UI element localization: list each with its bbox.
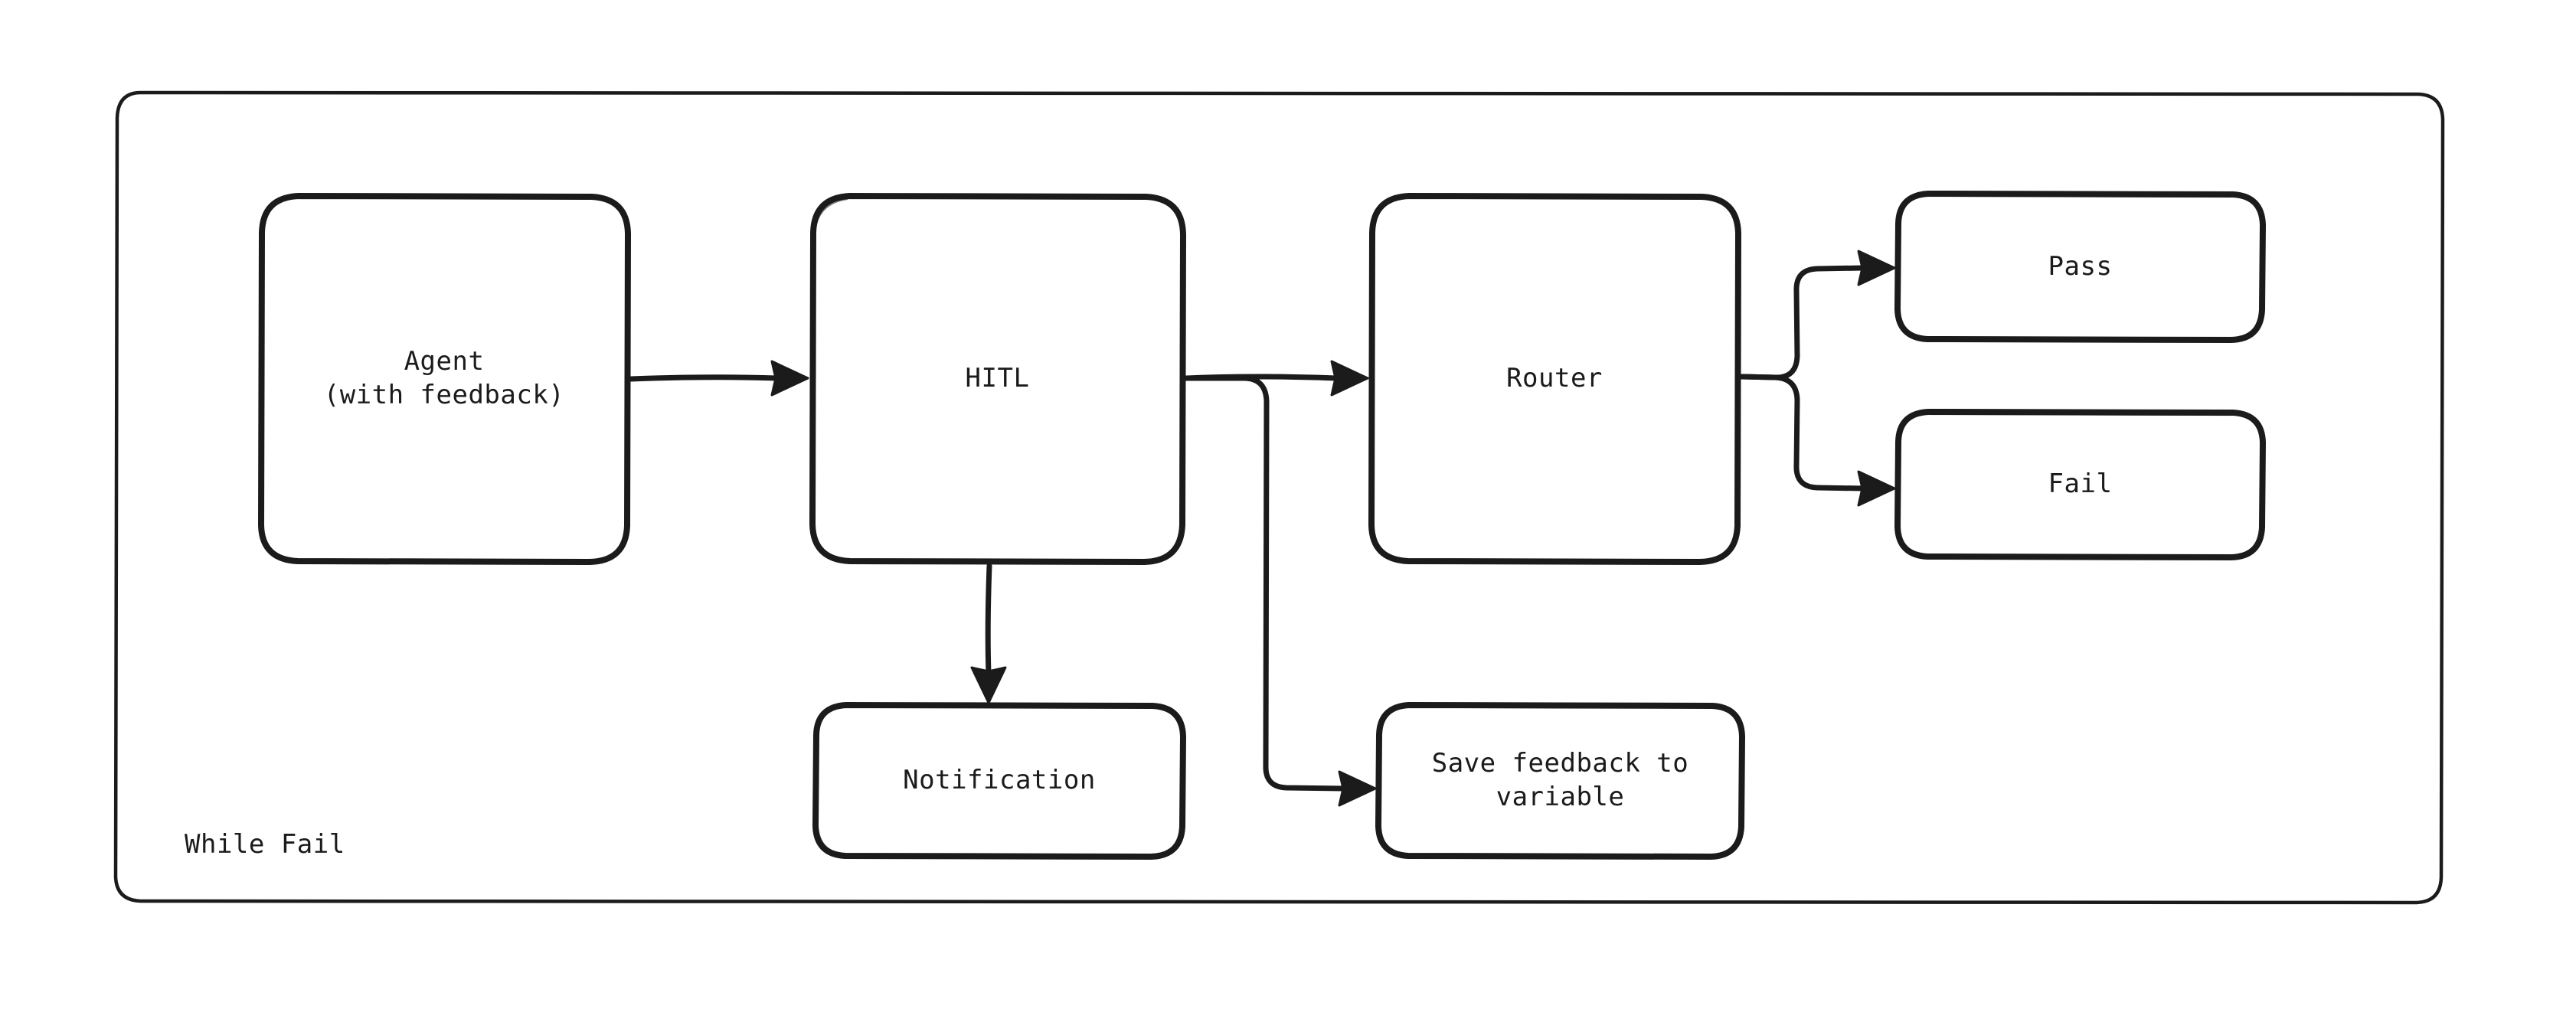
- node-notification-shape[interactable]: [812, 702, 1186, 860]
- node-save-feedback-shape[interactable]: [1375, 702, 1745, 860]
- node-pass[interactable]: [1898, 193, 2263, 341]
- node-agent-shape[interactable]: [258, 193, 631, 565]
- node-agent[interactable]: [260, 195, 628, 563]
- node-save-feedback[interactable]: [1378, 704, 1742, 857]
- node-hitl[interactable]: [812, 195, 1183, 563]
- node-notification[interactable]: [816, 704, 1183, 857]
- node-router-shape[interactable]: [1368, 193, 1741, 565]
- edge-router-to-fail: [1738, 374, 1896, 507]
- node-pass-shape[interactable]: [1894, 191, 2266, 343]
- edge-router-to-pass: [1738, 250, 1896, 380]
- group-container-while-fail: [113, 90, 2445, 905]
- node-hitl-shape[interactable]: [809, 193, 1186, 565]
- edge-agent-to-hitl: [628, 360, 809, 397]
- edge-hitl-to-notification: [970, 563, 1007, 704]
- node-fail-shape[interactable]: [1894, 409, 2266, 560]
- node-router[interactable]: [1371, 195, 1738, 563]
- node-fail[interactable]: [1898, 411, 2263, 557]
- edge-hitl-to-save-feedback: [1183, 375, 1377, 807]
